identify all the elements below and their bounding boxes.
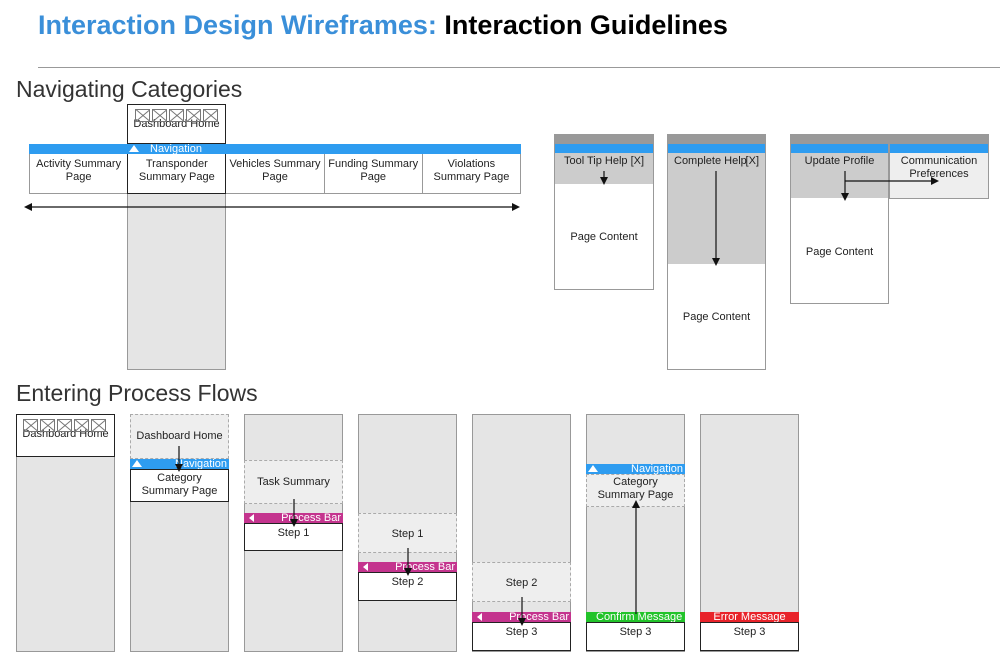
image-placeholder-icon xyxy=(169,109,184,122)
page-content-label: Page Content xyxy=(570,231,638,243)
flow-step2-box[interactable]: Step 2 xyxy=(358,572,457,601)
browser-bar xyxy=(668,135,765,144)
image-placeholder-icon xyxy=(40,419,55,432)
update-profile-panel[interactable]: Update Profile xyxy=(791,153,888,198)
process-back-arrow-icon xyxy=(249,514,254,522)
page-content-label: Page Content xyxy=(805,246,874,258)
tooltip-help-label: Tool Tip Help [X] xyxy=(563,155,645,167)
complete-help-panel[interactable]: Complete Help [X] xyxy=(668,153,765,264)
dashboard-home-box[interactable]: Dashboard Home xyxy=(127,104,226,144)
update-profile-wireframe: Update Profile Page Content xyxy=(790,134,889,304)
category-summary-label: Category Summary Page xyxy=(141,472,218,497)
process-bar-label: Process Bar xyxy=(395,561,455,573)
complete-help-wireframe: Complete Help [X] Page Content xyxy=(667,134,766,370)
image-placeholder-icon xyxy=(186,109,201,122)
error-message-bar: Error Message xyxy=(700,611,799,623)
navigation-bar xyxy=(668,144,765,153)
confirm-message-label: Confirm Message xyxy=(596,611,683,623)
navigation-up-arrow-icon xyxy=(129,145,139,152)
flow-dashboard-home-faded: Dashboard Home xyxy=(130,414,229,459)
flow-step3-box[interactable]: Step 3 xyxy=(586,622,685,651)
flow-process-bar[interactable]: Process Bar xyxy=(472,611,571,623)
transponder-tab-highlight xyxy=(127,154,226,194)
step1-label: Step 1 xyxy=(391,528,424,540)
navigation-label: Navigation xyxy=(631,463,683,475)
step3-label: Step 3 xyxy=(505,626,538,638)
title-divider xyxy=(38,67,1000,68)
browser-bar xyxy=(791,135,888,144)
navigation-label: Navigation xyxy=(150,143,202,155)
error-message-label: Error Message xyxy=(713,611,786,623)
image-placeholder-icon xyxy=(152,109,167,122)
tooltip-help-wireframe: Tool Tip Help [X] Page Content xyxy=(554,134,654,290)
flow-step1-box[interactable]: Step 1 xyxy=(244,523,343,551)
complete-help-close[interactable]: [X] xyxy=(745,155,759,167)
tab-violations[interactable]: Violations Summary Page xyxy=(433,158,510,183)
title-prefix: Interaction Design Wireframes: xyxy=(38,10,437,40)
image-placeholder-icon xyxy=(74,419,89,432)
tooltip-help-panel[interactable]: Tool Tip Help [X] xyxy=(555,153,653,184)
step3-label: Step 3 xyxy=(733,626,766,638)
section-navigating-categories: Navigating Categories xyxy=(16,76,243,102)
communication-preferences-wireframe: Communication Preferences xyxy=(889,134,989,199)
navigation-up-arrow-icon xyxy=(588,465,598,472)
flow-navigation-bar[interactable]: Navigation xyxy=(586,463,685,475)
image-placeholder-icon xyxy=(135,109,150,122)
section-entering-process-flows: Entering Process Flows xyxy=(16,380,258,406)
browser-bar xyxy=(890,135,988,144)
image-placeholder-icon xyxy=(91,419,106,432)
flow-step3-box[interactable]: Step 3 xyxy=(472,622,571,651)
page-content-label: Page Content xyxy=(682,311,751,323)
step1-label: Step 1 xyxy=(277,527,310,539)
step2-label: Step 2 xyxy=(505,577,538,589)
step3-label: Step 3 xyxy=(619,626,652,638)
navigation-bar xyxy=(791,144,888,153)
update-profile-label: Update Profile xyxy=(804,155,875,167)
flow-process-bar[interactable]: Process Bar xyxy=(244,512,343,524)
image-placeholder-icon xyxy=(57,419,72,432)
category-summary-label: Category Summary Page xyxy=(597,476,674,501)
flow-task-summary-box: Task Summary xyxy=(244,460,343,504)
flow-dashboard-home-box[interactable]: Dashboard Home xyxy=(16,414,115,457)
dashboard-home-label: Dashboard Home xyxy=(136,430,223,442)
tab-funding[interactable]: Funding Summary Page xyxy=(325,154,423,193)
flow-step2-faded: Step 2 xyxy=(472,562,571,602)
tab-vehicles[interactable]: Vehicles Summary Page xyxy=(226,154,325,193)
process-back-arrow-icon xyxy=(477,613,482,621)
flow-category-summary-faded: Category Summary Page xyxy=(586,474,685,507)
image-placeholder-icon xyxy=(23,419,38,432)
process-bar-label: Process Bar xyxy=(281,512,341,524)
tab-activity[interactable]: Activity Summary Page xyxy=(30,154,129,193)
complete-help-label: Complete Help xyxy=(674,155,747,167)
page-title: Interaction Design Wireframes: Interacti… xyxy=(38,10,728,41)
title-suffix: Interaction Guidelines xyxy=(444,10,728,40)
process-back-arrow-icon xyxy=(363,563,368,571)
confirm-message-bar: Confirm Message xyxy=(586,611,685,623)
step2-label: Step 2 xyxy=(391,576,424,588)
task-summary-label: Task Summary xyxy=(257,476,330,488)
communication-preferences-label[interactable]: Communication Preferences xyxy=(900,155,978,180)
navigation-label: Navigation xyxy=(175,458,227,470)
navigation-bar xyxy=(555,144,653,153)
category-tabs: Activity Summary Page Transponder Summar… xyxy=(29,154,521,194)
image-placeholder-icons xyxy=(128,109,225,122)
navigation-bar xyxy=(890,144,988,153)
image-placeholder-icon xyxy=(203,109,218,122)
flow-navigation-bar[interactable]: Navigation xyxy=(130,458,229,470)
flow-step3-box[interactable]: Step 3 xyxy=(700,622,799,651)
flow-category-summary-box[interactable]: Category Summary Page xyxy=(130,469,229,502)
process-bar-label: Process Bar xyxy=(509,611,569,623)
navigation-bar[interactable]: Navigation xyxy=(29,143,521,155)
navigation-up-arrow-icon xyxy=(132,460,142,467)
flow-process-bar[interactable]: Process Bar xyxy=(358,561,457,573)
browser-bar xyxy=(555,135,653,144)
image-placeholder-icons xyxy=(17,419,114,432)
flow-step1-faded: Step 1 xyxy=(358,513,457,553)
